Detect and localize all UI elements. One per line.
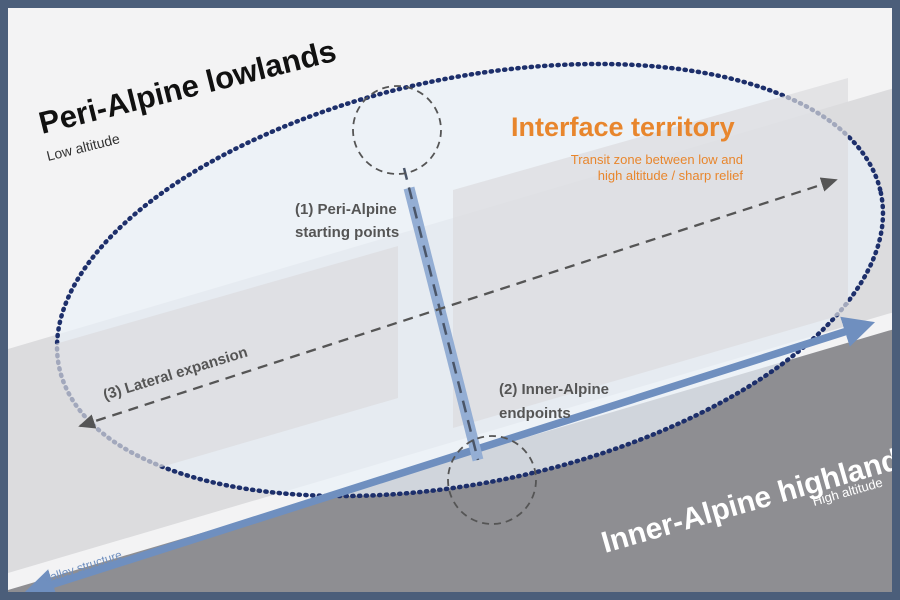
interface-title: Interface territory <box>511 112 735 142</box>
starting-points-label-line2: starting points <box>295 224 399 241</box>
endpoint-circle[interactable] <box>447 435 537 525</box>
endpoints-label-line2: endpoints <box>499 405 571 422</box>
endpoints-label-line1: (2) Inner-Alpine <box>499 381 609 398</box>
starting-points-label-line1: (1) Peri-Alpine <box>295 201 397 218</box>
interface-subtitle-line2: high altitude / sharp relief <box>598 168 744 183</box>
lateral-expansion-arrow[interactable] <box>78 177 838 429</box>
starting-point-circle[interactable] <box>352 85 442 175</box>
diagram-canvas: Peri-Alpine lowlands Low altitude Interf… <box>8 33 892 592</box>
interface-subtitle-line1: Transit zone between low and <box>571 152 743 167</box>
